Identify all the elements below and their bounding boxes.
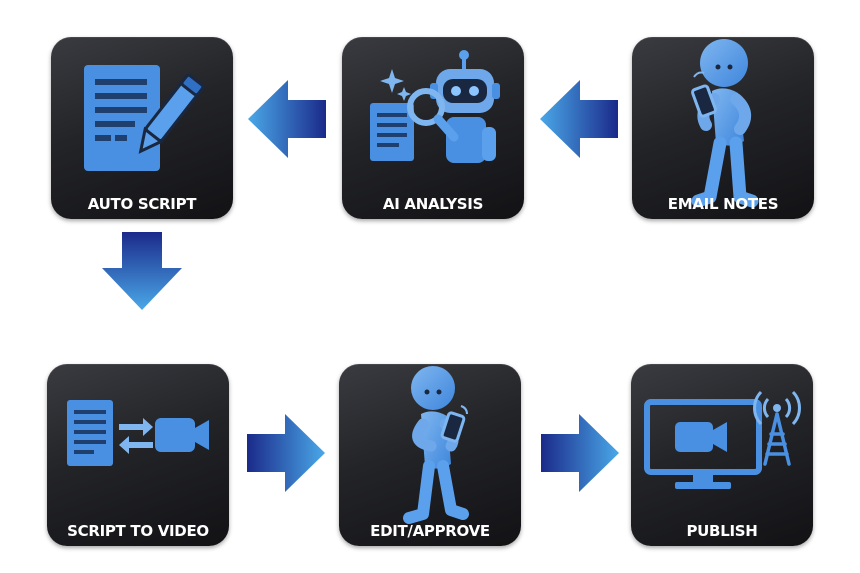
- step-edit-approve: EDIT/APPROVE: [339, 364, 521, 546]
- person-phone-icon: [403, 366, 469, 524]
- step-auto-script: AUTO SCRIPT: [51, 37, 233, 219]
- arrow-left-icon: [248, 80, 326, 158]
- step-label: SCRIPT TO VIDEO: [67, 522, 209, 540]
- document-pencil-icon: [84, 65, 205, 171]
- robot-magnifier-icon: [370, 50, 500, 163]
- arrow-down-icon: [102, 232, 182, 310]
- step-publish: PUBLISH: [631, 364, 813, 546]
- step-label: PUBLISH: [686, 522, 758, 540]
- step-label: EMAIL NOTES: [667, 195, 779, 213]
- step-label: AUTO SCRIPT: [87, 195, 197, 213]
- person-phone-icon: [691, 39, 759, 208]
- step-email-notes: EMAIL NOTES: [632, 37, 814, 219]
- arrow-right-icon: [541, 414, 619, 492]
- arrow-left-icon: [540, 80, 618, 158]
- step-label: AI ANALYSIS: [382, 195, 484, 213]
- step-script-to-video: SCRIPT TO VIDEO: [47, 364, 229, 546]
- arrow-right-icon: [247, 414, 325, 492]
- step-label: EDIT/APPROVE: [370, 522, 490, 540]
- step-ai-analysis: AI ANALYSIS: [342, 37, 524, 219]
- document-to-video-icon: [67, 400, 209, 466]
- monitor-broadcast-icon: [644, 390, 801, 489]
